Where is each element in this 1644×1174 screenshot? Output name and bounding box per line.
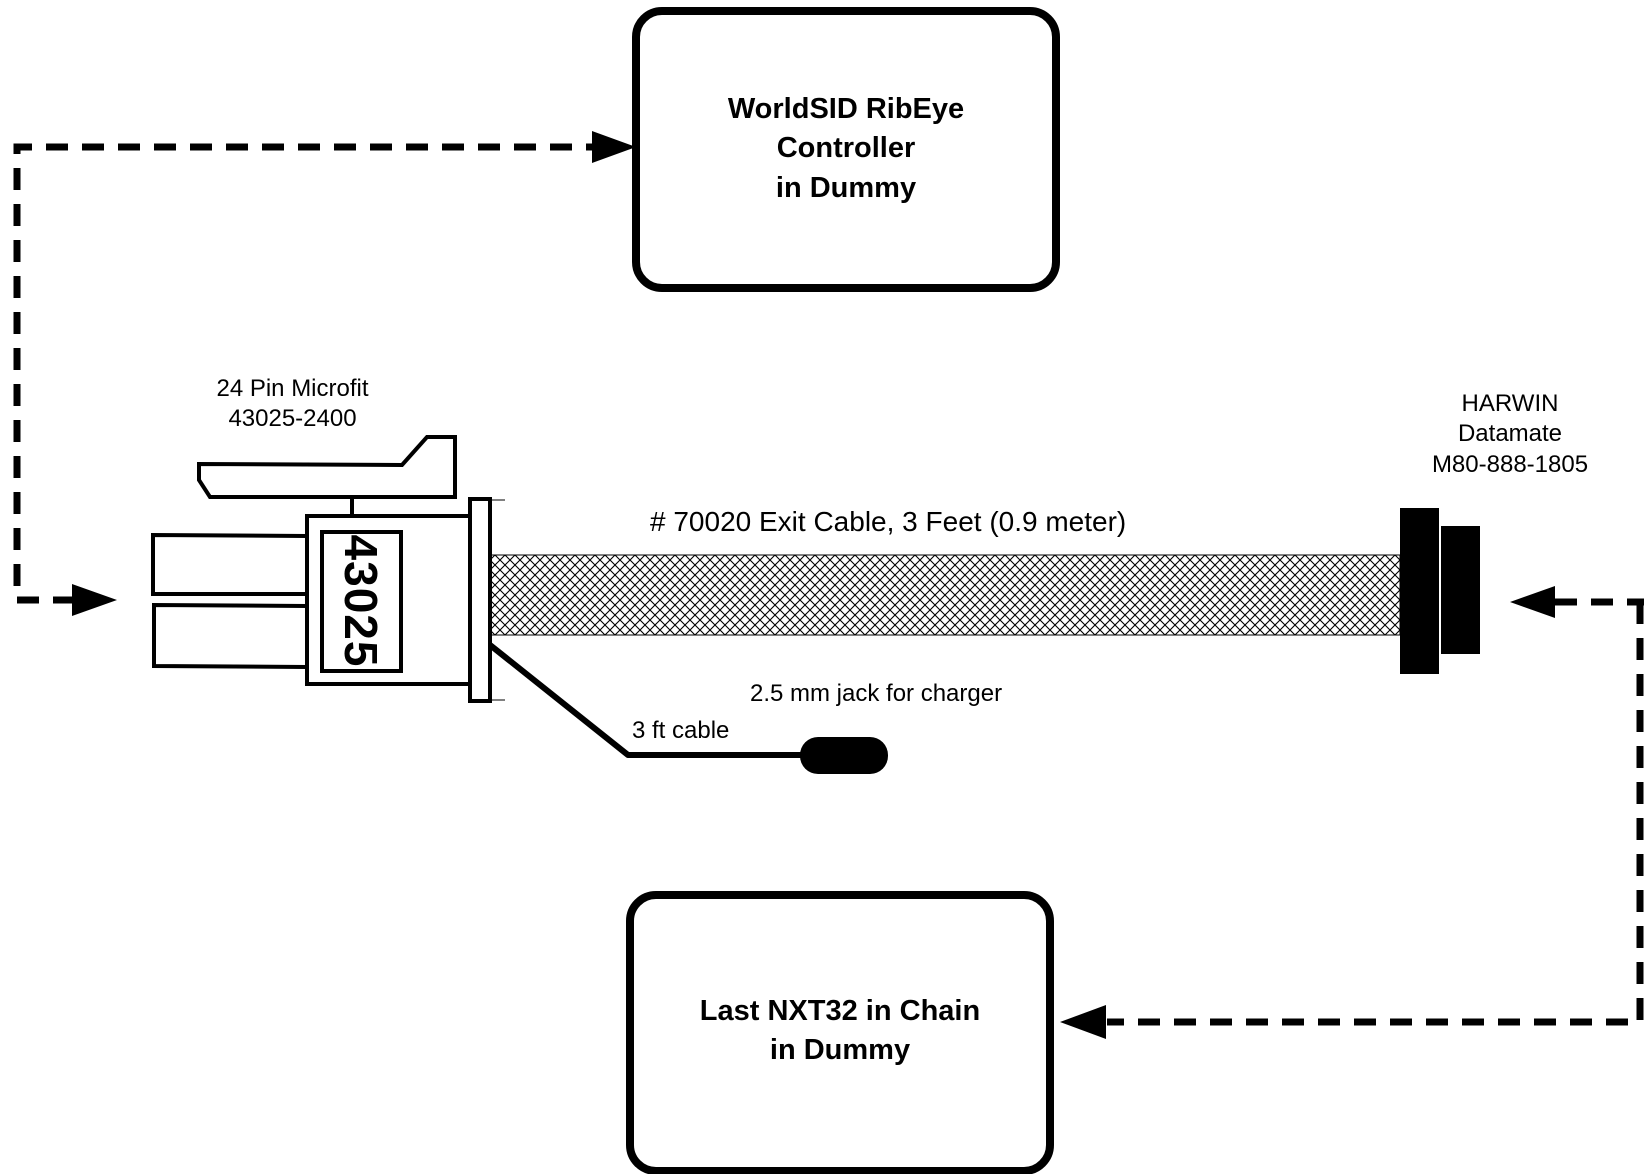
last-nxt-box-line-2: in Dummy [769,1034,911,1067]
signal-path-to-last-nxt [1060,586,1644,1039]
arrowhead-to-controller [592,131,636,163]
connector-latch [197,435,457,516]
harwin-label-line-3: M80-888-1805 [1431,450,1589,478]
microfit-label-line-2: 43025-2400 [228,405,357,433]
harwin-label: HARWIN Datamate M80-888-1805 [1405,389,1615,480]
charger-jack-label: 2.5 mm jack for charger [750,680,1003,707]
signal-path-to-controller [13,131,636,616]
charger-jack [800,737,888,774]
last-nxt-box [626,891,1054,1174]
harwin-connector [1400,508,1480,674]
harwin-label-line-2: Datamate [1457,420,1563,448]
connector-label-plate [320,530,403,673]
harwin-label-line-1: HARWIN [1461,390,1559,417]
exit-cable-label: # 70020 Exit Cable, 3 Feet (0.9 meter) [650,506,1127,537]
charger-cable-label: 3 ft cable [632,717,730,744]
controller-box-line-3: in Dummy [775,171,917,204]
exit-cable [489,554,1401,636]
controller-box-line-2: Controller [776,132,916,165]
controller-box-line-1: WorldSID RibEye [727,93,965,125]
microfit-label: 24 Pin Microfit 43025-2400 [170,374,415,435]
arrowhead-to-harwin [1510,586,1555,618]
harwin-connector-body [1400,508,1440,674]
controller-box-label: WorldSID RibEye Controller in Dummy [636,90,1056,208]
controller-box [632,7,1060,292]
last-nxt-box-label: Last NXT32 in Chain in Dummy [630,992,1050,1071]
arrowhead-to-connector [72,584,117,616]
microfit-label-line-1: 24 Pin Microfit [216,375,369,402]
arrowhead-to-last-nxt [1060,1005,1106,1039]
connector-flange [468,497,492,703]
harwin-connector-face [1440,526,1480,654]
connector-pin-lower [152,602,308,669]
last-nxt-box-line-1: Last NXT32 in Chain [699,995,981,1027]
charger-cable [488,642,810,758]
connector-pin-upper [151,532,308,596]
microfit-connector [151,435,505,703]
connector-housing-marking: 43025 [335,534,387,668]
